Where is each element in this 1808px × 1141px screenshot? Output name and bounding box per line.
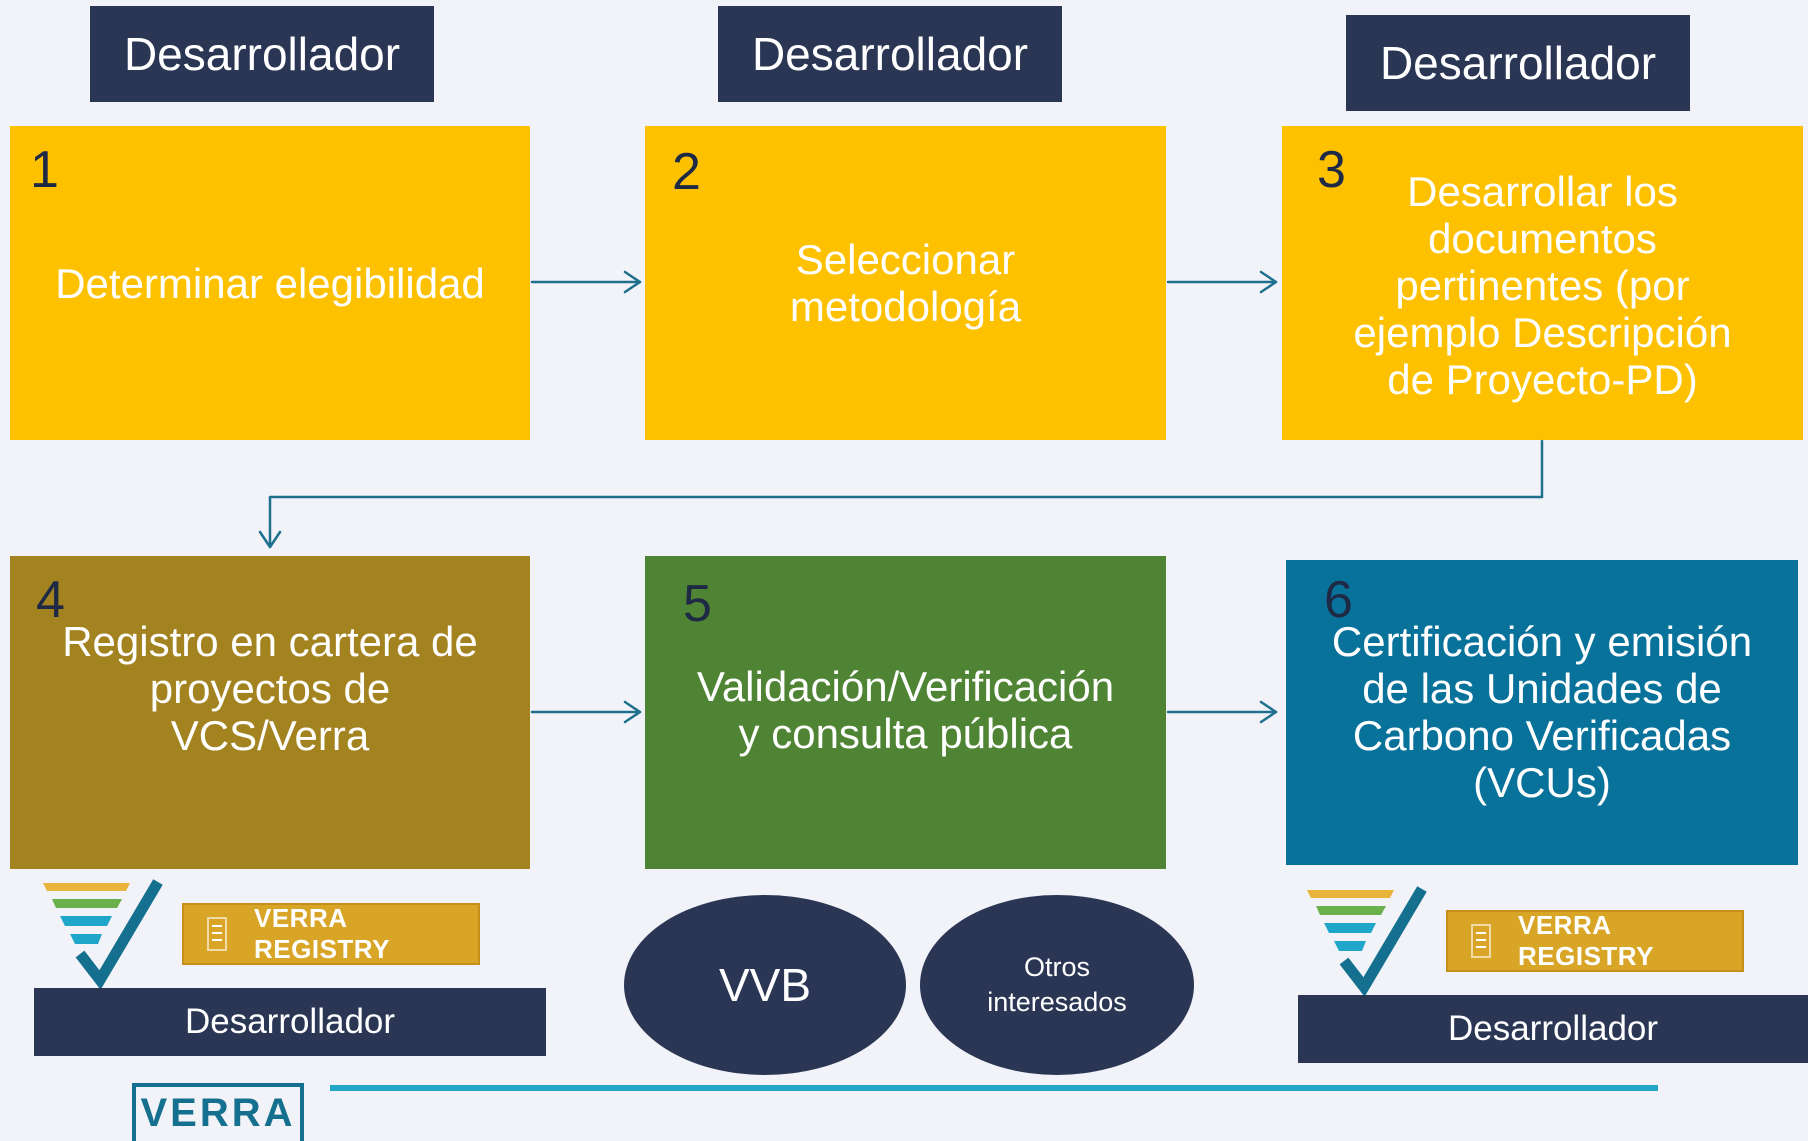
step-3-box: 3 Desarrollar los documentos pertinentes… xyxy=(1282,126,1803,440)
arrow-down-icon xyxy=(258,530,282,549)
role-label-step-4: Desarrollador xyxy=(34,988,546,1056)
step-5-number: 5 xyxy=(683,575,712,633)
verra-footer-logo: VERRA xyxy=(132,1083,304,1141)
step-5-box: 5 Validación/Verificación y consulta púb… xyxy=(645,556,1166,869)
verra-check-logo-icon xyxy=(43,879,163,990)
connector-3-to-4 xyxy=(268,439,1544,549)
step-2-number: 2 xyxy=(672,143,701,201)
step-4-box: 4 Registro en cartera de proyectos de VC… xyxy=(10,556,530,869)
step-4-text: Registro en cartera de proyectos de VCS/… xyxy=(62,617,478,759)
role-label-step-2: Desarrollador xyxy=(718,6,1062,102)
role-label-step-6: Desarrollador xyxy=(1298,995,1808,1063)
registry-document-icon xyxy=(1471,924,1491,958)
step-2-box: 2 Seleccionar metodología xyxy=(645,126,1166,440)
verra-registry-label-right: VERRA REGISTRY xyxy=(1518,910,1654,971)
verra-registry-badge-right: VERRA REGISTRY xyxy=(1446,910,1744,972)
registry-document-icon xyxy=(207,917,227,951)
step-6-number: 6 xyxy=(1324,571,1353,629)
role-label-step-3: Desarrollador xyxy=(1346,15,1690,111)
verra-check-logo-icon xyxy=(1307,886,1427,997)
step-6-text: Certificación y emisión de las Unidades … xyxy=(1331,618,1753,806)
arrow-right-icon xyxy=(1259,700,1278,724)
arrow-right-icon xyxy=(623,270,642,294)
verra-registry-badge-left: VERRA REGISTRY xyxy=(182,903,480,965)
other-stakeholders-ellipse: Otros interesados xyxy=(920,895,1194,1075)
role-label-step-1: Desarrollador xyxy=(90,6,434,102)
step-1-text: Determinar elegibilidad xyxy=(55,259,485,307)
arrow-right-icon xyxy=(1259,270,1278,294)
verra-footer-logo-text: VERRA xyxy=(140,1091,296,1135)
step-5-text: Validación/Verificación y consulta públi… xyxy=(696,663,1115,757)
verra-registry-label-left: VERRA REGISTRY xyxy=(254,903,390,964)
step-1-box: 1 Determinar elegibilidad xyxy=(10,126,530,440)
step-4-number: 4 xyxy=(36,571,65,629)
arrow-right-icon xyxy=(623,700,642,724)
vvb-ellipse: VVB xyxy=(624,895,906,1075)
step-6-box: 6 Certificación y emisión de las Unidade… xyxy=(1286,560,1798,865)
step-3-text: Desarrollar los documentos pertinentes (… xyxy=(1353,167,1732,403)
step-1-number: 1 xyxy=(30,141,59,199)
step-2-text: Seleccionar metodología xyxy=(789,236,1022,330)
footer-line xyxy=(330,1085,1658,1091)
step-3-number: 3 xyxy=(1317,141,1346,199)
